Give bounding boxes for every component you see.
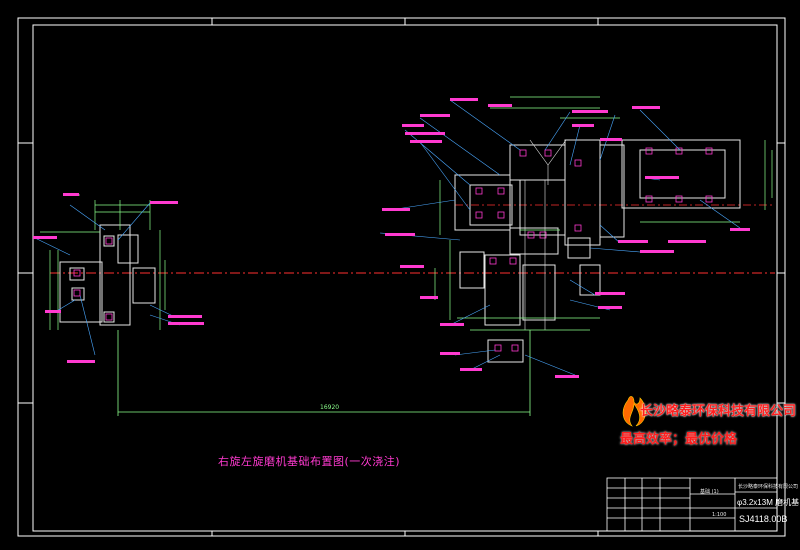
feed-end-labels [33,193,204,363]
drawing-frame [17,17,786,537]
company-slogan: 最高效率；最优价格 [620,432,738,447]
overall-length-dimension [117,330,531,416]
drawing-title: 右旋左旋磨机基础布置图(一次浇注) [218,455,401,468]
title-block-scale: 基础 (1) [700,489,719,495]
feed-end-foundation [59,224,156,326]
drive-end-dimensions [434,96,773,331]
feed-end-leaders [34,202,181,356]
drive-end-inner-lines [524,139,567,330]
company-name: 长沙略泰环保科技有限公司 [640,404,797,419]
drive-end-bolts [73,147,713,352]
title-block-ratio: 1:100 [712,512,727,518]
title-block-drawing-number: SJ4118.00B [739,514,788,524]
drive-end-leaders [379,99,741,376]
title-block-organization: 长沙略泰环保科技有限公司 [738,484,799,490]
title-block-equipment: φ3.2x13M 磨机基 [737,498,800,507]
feed-end-dimensions [40,194,166,330]
drive-end-foundation [454,139,741,363]
flame-logo-icon [622,396,646,427]
drive-end-labels [382,98,750,378]
title-block [606,477,778,532]
